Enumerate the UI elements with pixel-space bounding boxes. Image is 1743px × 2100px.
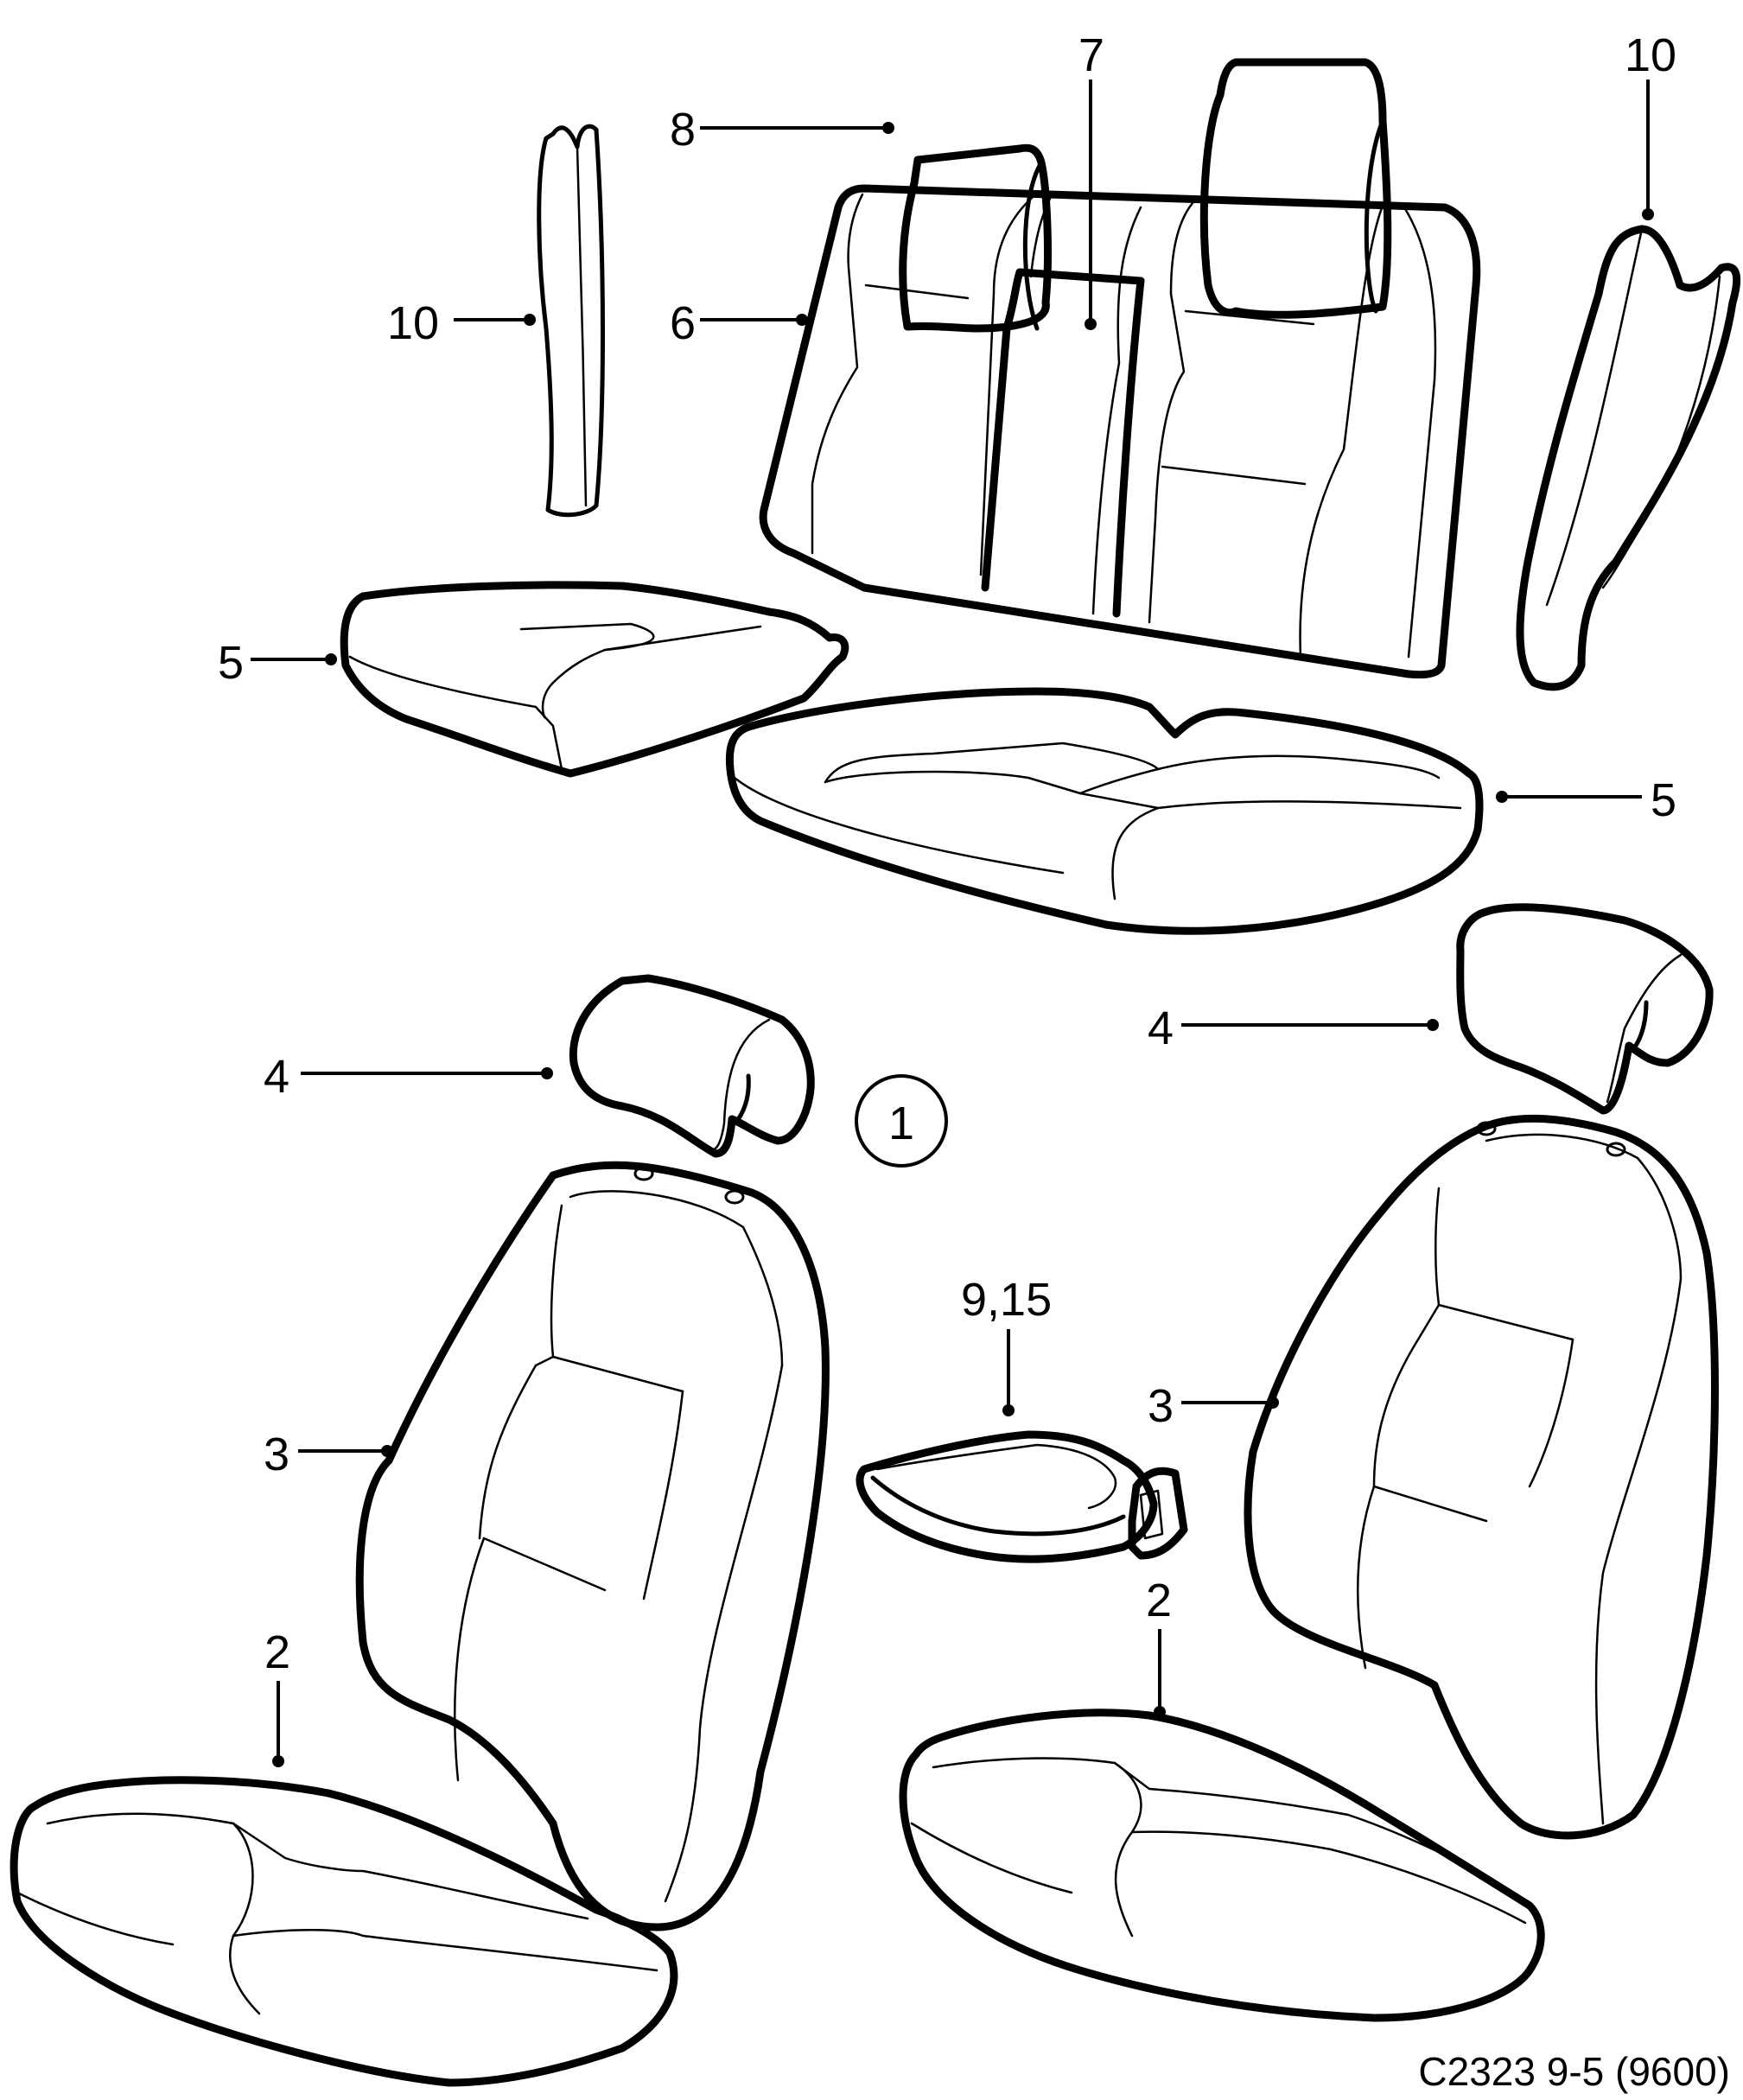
rear-cushion-right <box>725 687 1484 935</box>
callout-2-left: 2 <box>264 1626 290 1767</box>
callout-7: 7 <box>1078 29 1104 330</box>
svg-text:9,15: 9,15 <box>961 1274 1052 1326</box>
front-backrest-right <box>1244 1114 1719 1840</box>
svg-text:3: 3 <box>264 1429 289 1480</box>
rear-headrest-right <box>1199 58 1392 319</box>
svg-text:8: 8 <box>670 104 696 156</box>
group-marker-label: 1 <box>888 1098 914 1149</box>
callout-3-right: 3 <box>1148 1380 1279 1432</box>
callout-3-left: 3 <box>264 1429 393 1480</box>
front-cushion-left <box>10 1776 678 2087</box>
callout-6: 6 <box>670 297 808 349</box>
rear-side-bolster-left <box>537 124 605 518</box>
callout-4-left: 4 <box>264 1051 553 1103</box>
armrest <box>856 1430 1188 1563</box>
front-headrest-left <box>569 974 815 1158</box>
front-headrest-right <box>1456 903 1714 1115</box>
group-marker: 1 <box>855 1074 948 1168</box>
svg-text:2: 2 <box>1146 1575 1172 1626</box>
callout-10-right: 10 <box>1625 29 1676 220</box>
callout-4-right: 4 <box>1148 1002 1439 1054</box>
callout-5-right: 5 <box>1496 774 1676 826</box>
svg-text:5: 5 <box>1651 774 1676 826</box>
callout-5-left: 5 <box>218 637 337 689</box>
rear-backrest <box>759 184 1481 679</box>
svg-text:4: 4 <box>264 1051 289 1103</box>
svg-text:7: 7 <box>1078 29 1104 81</box>
svg-text:5: 5 <box>218 637 244 689</box>
diagram-reference-code: C2323 9-5 (9600) <box>1418 2049 1730 2094</box>
svg-text:10: 10 <box>387 297 439 349</box>
front-cushion-right <box>899 1709 1545 2022</box>
svg-text:10: 10 <box>1625 29 1676 81</box>
front-backrest-left <box>355 1161 830 1931</box>
callout-2-right: 2 <box>1146 1575 1172 1718</box>
callout-10-left: 10 <box>387 297 536 349</box>
svg-text:3: 3 <box>1148 1380 1174 1432</box>
rear-side-bolster-right <box>1516 225 1741 691</box>
callout-9-15: 9,15 <box>961 1274 1052 1416</box>
callout-8: 8 <box>670 104 894 156</box>
rear-cushion-left <box>340 581 849 778</box>
rear-headrest-left <box>899 143 1052 333</box>
svg-text:4: 4 <box>1148 1002 1174 1054</box>
svg-text:2: 2 <box>264 1626 290 1678</box>
svg-text:6: 6 <box>670 297 696 349</box>
